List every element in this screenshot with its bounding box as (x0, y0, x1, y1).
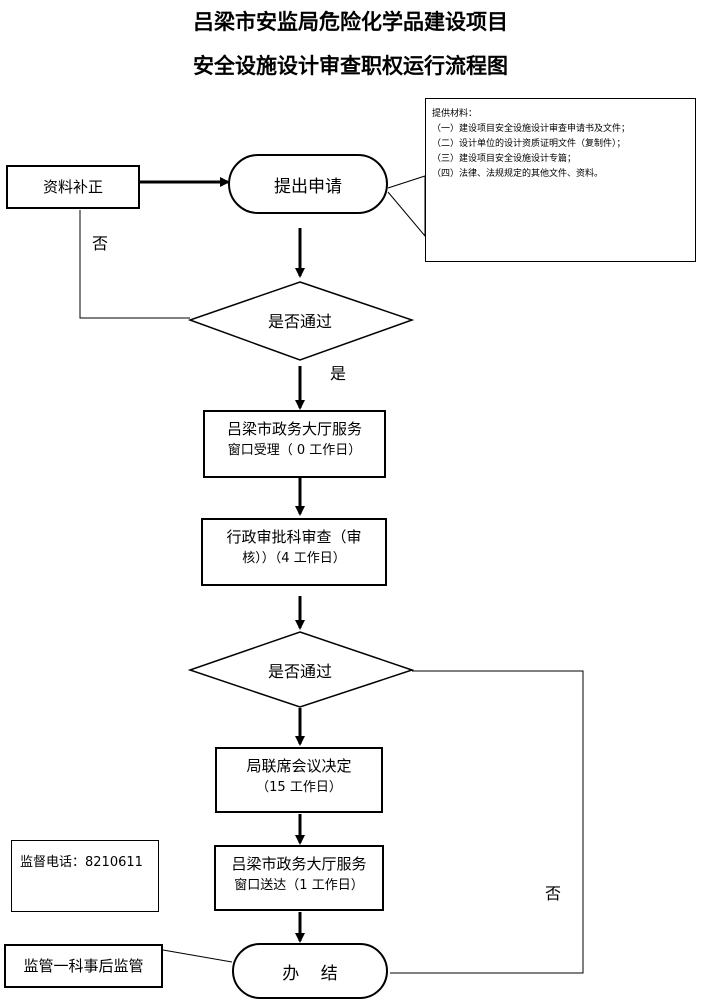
hotline-text: 监督电话：8210611 (20, 855, 143, 870)
submit-label: 提出申请 (274, 176, 342, 197)
line-decision2-no-path (390, 670, 584, 974)
admin-review-line2: 核））（4 工作日） (242, 551, 346, 566)
window-deliver-line1: 吕梁市政务大厅服务 (231, 855, 367, 873)
supervision-label: 监管一科事后监管 (23, 957, 144, 975)
window-accept-line2: 窗口受理（ 0 工作日） (227, 443, 362, 458)
materials-item: （三）建设项目安全设施设计专篇； (432, 154, 577, 164)
submit-terminal: 提出申请 (228, 154, 388, 214)
joint-meeting-line1: 局联席会议决定 (246, 757, 352, 775)
line-decision1-no-loop (79, 210, 190, 319)
line-supervision-to-finish (162, 949, 233, 963)
supervision-box: 监管一科事后监管 (4, 944, 163, 988)
supplement-label: 资料补正 (42, 178, 103, 196)
joint-meeting-box: 局联席会议决定 （15 工作日） (215, 747, 383, 813)
decision2-label: 是否通过 (267, 662, 332, 681)
page-subtitle: 安全设施设计审查职权运行流程图 (193, 53, 508, 78)
joint-meeting-line2: （15 工作日） (256, 780, 342, 795)
window-accept-line1: 吕梁市政务大厅服务 (226, 420, 362, 438)
materials-item: （一）建设项目安全设施设计审查申请书及文件； (432, 124, 631, 134)
window-accept-box: 吕梁市政务大厅服务 窗口受理（ 0 工作日） (203, 410, 386, 478)
yes-label-1: 是 (330, 364, 347, 383)
admin-review-line1: 行政审批科审查（审 (226, 528, 362, 546)
materials-heading: 提供材料： (432, 109, 478, 119)
window-deliver-box: 吕梁市政务大厅服务 窗口送达（1 工作日） (214, 845, 384, 911)
admin-review-box: 行政审批科审查（审 核））（4 工作日） (201, 518, 387, 586)
materials-item: （二）设计单位的设计资质证明文件（复制件）； (432, 139, 626, 149)
decision2-diamond (187, 631, 415, 708)
hotline-box: 监督电话：8210611 (11, 840, 159, 912)
decision1-label: 是否通过 (267, 312, 332, 331)
no-label-2: 否 (545, 884, 562, 903)
no-label-1: 否 (92, 234, 109, 253)
supplement-box: 资料补正 (6, 165, 140, 209)
finish-terminal: 办 结 (232, 943, 388, 999)
decision1-diamond (187, 281, 415, 361)
callout-connector (387, 175, 426, 238)
materials-item: （四）法律、法规规定的其他文件、资料。 (432, 169, 604, 179)
page-title: 吕梁市安监局危险化学品建设项目 (193, 9, 508, 34)
finish-label: 办 结 (282, 963, 338, 984)
materials-callout: 提供材料： （一）建设项目安全设施设计审查申请书及文件； （二）设计单位的设计资… (425, 98, 696, 262)
window-deliver-line2: 窗口送达（1 工作日） (234, 878, 364, 893)
